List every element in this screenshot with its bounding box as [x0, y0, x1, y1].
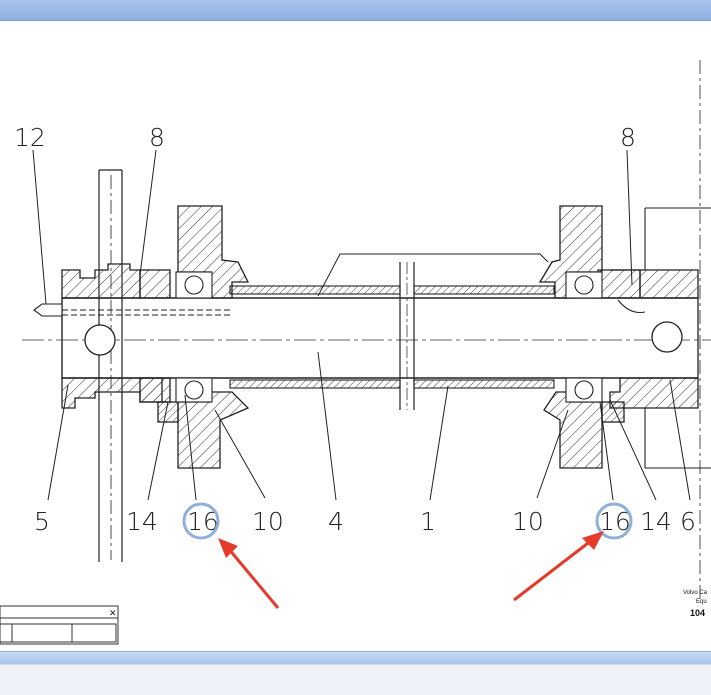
mini-panel-close-icon[interactable]: ✕ [109, 609, 117, 619]
callout-14-right: 14 [640, 507, 672, 536]
left-hub [61, 263, 171, 409]
callout-14-left: 14 [126, 507, 158, 536]
callout-6: 6 [680, 507, 696, 536]
grease-nipple [33, 303, 230, 317]
callout-8-right: 8 [620, 123, 636, 152]
title-block-line1: Volvo Ca [683, 590, 708, 596]
callout-10-left: 10 [252, 507, 284, 536]
callout-10-right: 10 [512, 507, 544, 536]
callout-8-left: 8 [149, 123, 165, 152]
right-hub [597, 269, 699, 409]
bearings [175, 271, 603, 403]
left-hole [84, 324, 116, 356]
right-frame [617, 60, 711, 600]
title-block-line3: 104 [690, 608, 705, 618]
right-sprocket [538, 205, 625, 469]
callout-16-right: 16 [599, 507, 631, 536]
highlight-circle-left [182, 502, 220, 540]
left-support [98, 169, 123, 562]
highlight-circle-right [595, 502, 633, 540]
tube [229, 285, 555, 389]
callout-12: 12 [14, 123, 46, 152]
horizontal-scrollbar[interactable] [0, 651, 711, 664]
right-hole [651, 321, 683, 353]
callout-5: 5 [34, 507, 50, 536]
callout-4: 4 [328, 507, 344, 536]
left-sprocket [157, 205, 250, 469]
title-block-line2: Equ [696, 599, 707, 605]
technical-drawing: 12 8 8 5 14 16 10 4 1 10 16 14 6 Volvo C… [0, 60, 711, 645]
leader-lines [32, 149, 691, 501]
status-bar [0, 664, 711, 695]
drawing-canvas: 12 8 8 5 14 16 10 4 1 10 16 14 6 Volvo C… [0, 21, 711, 651]
break-lines [399, 262, 415, 410]
red-arrow-left [218, 538, 280, 609]
callout-1: 1 [420, 507, 436, 536]
window-title-bar [0, 0, 711, 21]
red-arrow-right [513, 531, 604, 602]
mini-panel[interactable]: ✕ [0, 605, 119, 645]
